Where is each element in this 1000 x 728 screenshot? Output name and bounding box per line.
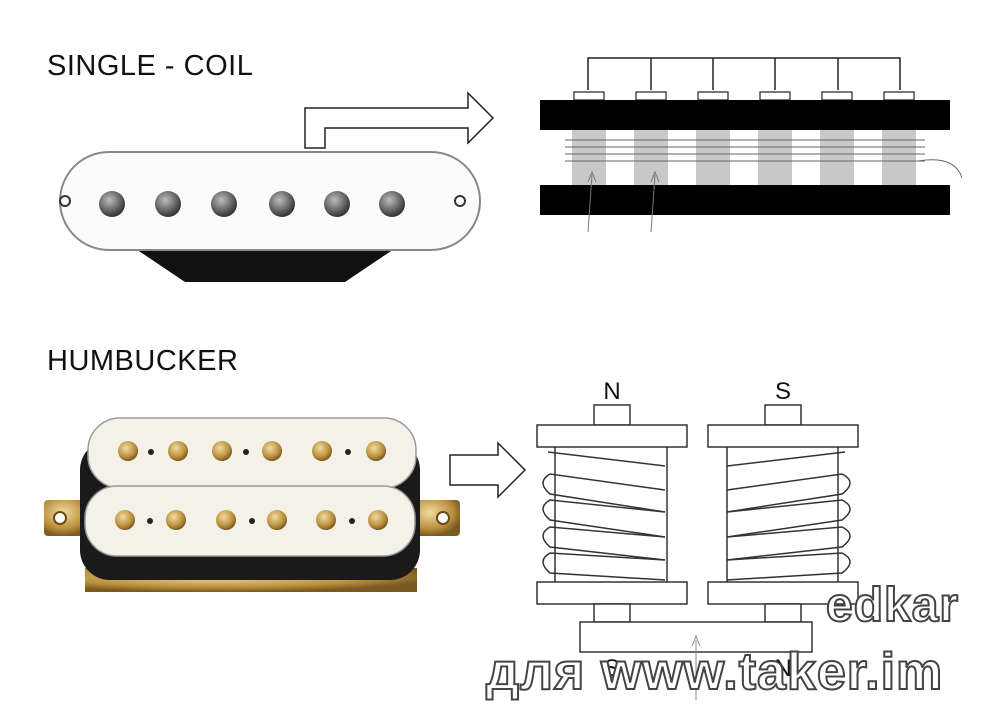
right-arrow-icon: [304, 91, 495, 149]
mount-hole-icon: [59, 195, 71, 207]
magnet-rod: [572, 130, 606, 185]
pole-piece: [269, 191, 295, 217]
magnet-rod: [820, 130, 854, 185]
single-coil-base: [130, 245, 400, 282]
magnet-rod: [696, 130, 730, 185]
pole-piece: [99, 191, 125, 217]
watermark-line-1: edkar: [825, 578, 960, 633]
pole-piece: [379, 191, 405, 217]
magnet-rod: [634, 130, 668, 185]
single-coil-pickup-photo: [59, 151, 481, 282]
mount-ear: [410, 500, 460, 536]
humbucker-diagram: [536, 404, 859, 700]
wire-bracket: [587, 57, 901, 90]
humbucker-pickup-photo: [44, 417, 460, 592]
pole-piece: [211, 191, 237, 217]
screw-hole-icon: [53, 511, 67, 525]
pole-label-top-left: N: [603, 378, 620, 405]
screw-hole-icon: [436, 511, 450, 525]
humbucker-label: HUMBUCKER: [47, 345, 239, 377]
bottom-flatwork: [540, 185, 950, 215]
pole-piece: [324, 191, 350, 217]
watermark-line-2: для www.taker.im: [485, 642, 944, 702]
magnet-rod: [758, 130, 792, 185]
single-coil-label: SINGLE - COIL: [47, 50, 254, 82]
mount-hole-icon: [454, 195, 466, 207]
single-coil-diagram: [540, 57, 963, 233]
right-arrow-icon: [449, 441, 527, 499]
pole-piece: [155, 191, 181, 217]
pole-label-bottom-right: N: [774, 655, 791, 682]
top-flatwork: [540, 100, 950, 130]
pole-label-top-right: S: [775, 378, 791, 405]
pole-label-bottom-left: S: [604, 655, 620, 682]
magnet-rod: [882, 130, 916, 185]
